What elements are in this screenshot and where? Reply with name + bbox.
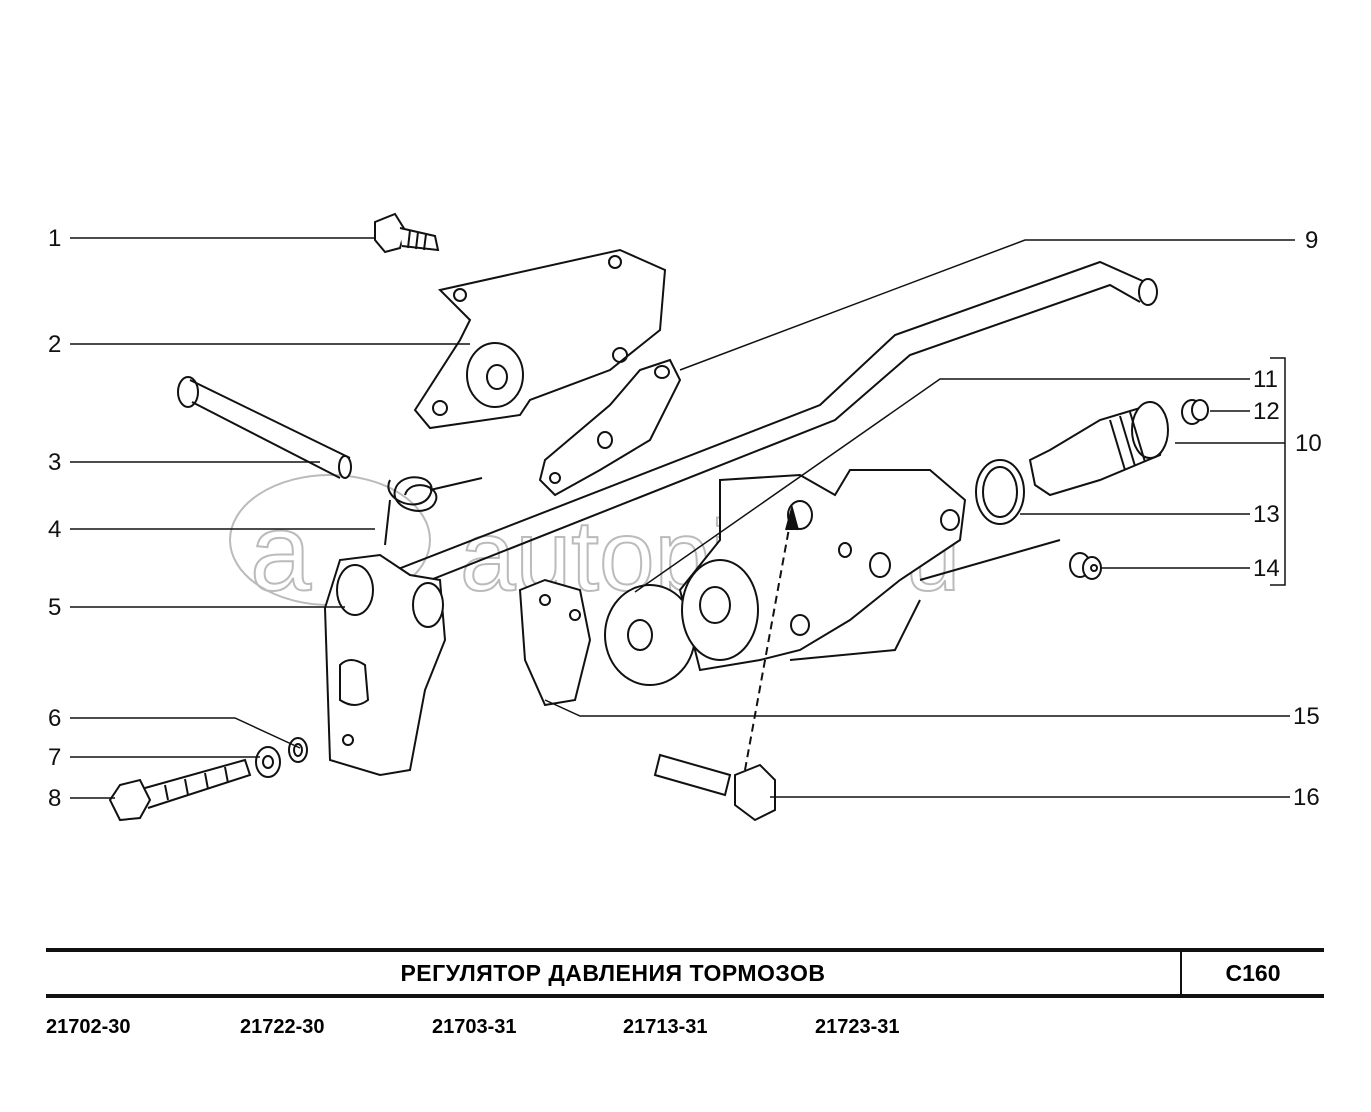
part-10-fitting: [1028, 401, 1169, 497]
part-16-bolt: [653, 504, 799, 822]
callout-8: 8: [48, 785, 62, 812]
svg-text:a: a: [250, 491, 312, 614]
part-12-cap: [1181, 399, 1209, 425]
part-6-washer: [288, 737, 308, 763]
part-1-bolt: [374, 212, 440, 254]
callout-10: 10: [1295, 430, 1322, 457]
part-13-seal: [975, 459, 1025, 525]
callout-6: 6: [48, 705, 62, 732]
part-3-pin: [177, 376, 352, 479]
part-14-plug: [1069, 552, 1102, 580]
diagram-title: РЕГУЛЯТОР ДАВЛЕНИЯ ТОРМОЗОВ: [400, 960, 826, 986]
callout-7: 7: [48, 744, 62, 771]
model-code: 21723-31: [815, 1016, 900, 1038]
callout-11: 11: [1253, 366, 1278, 393]
model-code: 21722-30: [240, 1016, 325, 1038]
model-code: 21713-31: [623, 1016, 708, 1038]
part-8-bolt: [108, 758, 252, 822]
title-block: РЕГУЛЯТОР ДАВЛЕНИЯ ТОРМОЗОВ C160: [46, 948, 1324, 998]
part-15-bracket: [518, 578, 592, 707]
callout-4: 4: [48, 516, 62, 543]
part-4-spring: [384, 476, 483, 546]
leader-lines: [70, 237, 1295, 799]
callout-14: 14: [1253, 555, 1280, 582]
callout-15: 15: [1293, 703, 1320, 730]
part-2-bracket: [413, 248, 667, 430]
callout-16: 16: [1293, 784, 1320, 811]
diagram-code: C160: [1225, 960, 1281, 986]
part-7-nut: [255, 746, 281, 778]
part-5-lever: [323, 553, 447, 777]
title-divider: [1180, 952, 1182, 994]
callout-12: 12: [1253, 398, 1280, 425]
callout-13: 13: [1253, 501, 1280, 528]
model-code: 21702-30: [46, 1016, 131, 1038]
part-9-rod: [369, 260, 1158, 601]
pressure-regulator: [604, 469, 1061, 686]
callout-3: 3: [48, 449, 62, 476]
callout-1: 1: [48, 225, 62, 252]
callout-2: 2: [48, 331, 62, 358]
callout-9: 9: [1305, 227, 1319, 254]
callout-5: 5: [48, 594, 62, 621]
part-9-plate: [538, 358, 682, 497]
model-code: 21703-31: [432, 1016, 517, 1038]
